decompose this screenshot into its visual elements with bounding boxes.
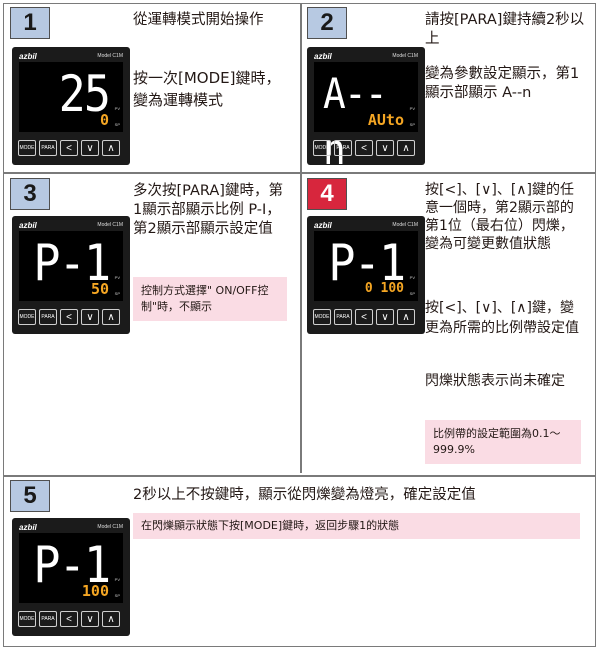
mode-key[interactable]: MODE	[18, 611, 36, 627]
display-screen: P-1 PV 50 SP	[19, 231, 123, 301]
mode-key[interactable]: MODE	[313, 140, 331, 156]
pv-label: PV	[114, 106, 120, 111]
sv-display: AUto	[367, 111, 404, 129]
down-key[interactable]: ∨	[81, 309, 99, 325]
left-key[interactable]: <	[355, 140, 373, 156]
model-label: Model C1M	[392, 222, 418, 228]
down-key[interactable]: ∨	[81, 140, 99, 156]
up-key[interactable]: ∧	[102, 140, 120, 156]
brand-logo: azbil	[19, 221, 37, 230]
display-screen: A--n PV AUto SP	[314, 62, 418, 174]
model-label: Model C1M	[392, 53, 418, 59]
brand-logo: azbil	[19, 523, 37, 532]
note-box: 在閃爍顯示狀態下按[MODE]鍵時，返回步驟1的狀態	[133, 513, 580, 539]
para-key[interactable]: PARA	[334, 140, 352, 156]
para-key[interactable]: PARA	[39, 140, 57, 156]
model-label: Model C1M	[97, 53, 123, 59]
up-key[interactable]: ∧	[102, 611, 120, 627]
model-label: Model C1M	[97, 222, 123, 228]
para-key[interactable]: PARA	[39, 309, 57, 325]
up-key[interactable]: ∧	[102, 309, 120, 325]
note-box: 比例帶的設定範圍為0.1～999.9%	[425, 420, 581, 464]
step-number: 3	[10, 178, 50, 210]
left-key[interactable]: <	[60, 611, 78, 627]
display-screen: P-1 PV 0 100 SP	[314, 231, 418, 301]
display-screen: P-1 PV 100 SP	[19, 533, 123, 603]
sv-display: 0 100	[364, 281, 404, 296]
mode-key[interactable]: MODE	[18, 140, 36, 156]
down-key[interactable]: ∨	[376, 140, 394, 156]
model-label: Model C1M	[97, 524, 123, 530]
step-text: 變為參數設定顯示，第1顯示部顯示 A--n	[425, 66, 580, 101]
up-key[interactable]: ∧	[397, 309, 415, 325]
step-number: 5	[10, 480, 50, 512]
controller-device: azbil Model C1M P-1 PV 50 SP MODE PARA <…	[12, 216, 130, 334]
pv-label: PV	[409, 106, 415, 111]
key-row: MODE PARA < ∨ ∧	[18, 611, 120, 627]
pv-label: PV	[114, 275, 120, 280]
left-key[interactable]: <	[355, 309, 373, 325]
step-text: 按[<]、[∨]、[∧]鍵的任意一個時，第2顯示部的第1位（最右位）閃爍，變為可…	[425, 182, 574, 252]
step-text: 多次按[PARA]鍵時，第1顯示部顯示比例 P-I，第2顯示部顯示設定值	[133, 183, 283, 237]
brand-logo: azbil	[19, 52, 37, 61]
sp-label: SP	[409, 291, 415, 296]
left-key[interactable]: <	[60, 309, 78, 325]
sv-display: 0	[99, 111, 109, 129]
step-text: 請按[PARA]鍵持續2秒以上	[425, 12, 585, 47]
key-row: MODE PARA < ∨ ∧	[18, 309, 120, 325]
controller-device: azbil Model C1M 25 PV 0 SP MODE PARA < ∨…	[12, 47, 130, 165]
row-divider	[3, 475, 596, 477]
controller-device: azbil Model C1M A--n PV AUto SP MODE PAR…	[307, 47, 425, 174]
pv-label: PV	[409, 275, 415, 280]
down-key[interactable]: ∨	[376, 309, 394, 325]
para-key[interactable]: PARA	[39, 611, 57, 627]
pv-display: A--n	[323, 69, 388, 174]
mode-key[interactable]: MODE	[18, 309, 36, 325]
display-screen: 25 PV 0 SP	[19, 62, 123, 132]
key-row: MODE PARA < ∨ ∧	[313, 140, 415, 156]
step-number-active: 4	[307, 178, 347, 210]
key-row: MODE PARA < ∨ ∧	[18, 140, 120, 156]
mode-key[interactable]: MODE	[313, 309, 331, 325]
column-divider	[300, 3, 302, 473]
step-text: 2秒以上不按鍵時，顯示從閃爍變為燈亮，確定設定值	[133, 487, 476, 503]
sp-label: SP	[114, 122, 120, 127]
brand-logo: azbil	[314, 221, 332, 230]
row-divider	[3, 172, 596, 174]
controller-device: azbil Model C1M P-1 PV 0 100 SP MODE PAR…	[307, 216, 425, 334]
sv-display: 50	[90, 280, 109, 298]
step-number: 1	[10, 7, 50, 39]
sp-label: SP	[114, 291, 120, 296]
key-row: MODE PARA < ∨ ∧	[313, 309, 415, 325]
pv-display: P-1	[33, 536, 111, 594]
sv-display: 100	[81, 582, 109, 600]
step-text: 按一次[MODE]鍵時，變為運轉模式	[133, 69, 281, 109]
sp-label: SP	[409, 122, 415, 127]
step-text: 按[<]、[∨]、[∧]鍵，變更為所需的比例帶設定值	[425, 300, 579, 336]
step-text: 閃爍狀態表示尚未確定	[425, 373, 565, 389]
up-key[interactable]: ∧	[397, 140, 415, 156]
para-key[interactable]: PARA	[334, 309, 352, 325]
step-text: 從運轉模式開始操作	[133, 12, 264, 28]
sp-label: SP	[114, 593, 120, 598]
pv-display: P-1	[33, 234, 111, 292]
pv-display: P-1	[328, 234, 406, 292]
left-key[interactable]: <	[60, 140, 78, 156]
brand-logo: azbil	[314, 52, 332, 61]
note-box: 控制方式選擇" ON/OFF控制"時，不顯示	[133, 277, 287, 321]
pv-label: PV	[114, 577, 120, 582]
down-key[interactable]: ∨	[81, 611, 99, 627]
pv-display: 25	[58, 65, 110, 123]
step-number: 2	[307, 7, 347, 39]
controller-device: azbil Model C1M P-1 PV 100 SP MODE PARA …	[12, 518, 130, 636]
